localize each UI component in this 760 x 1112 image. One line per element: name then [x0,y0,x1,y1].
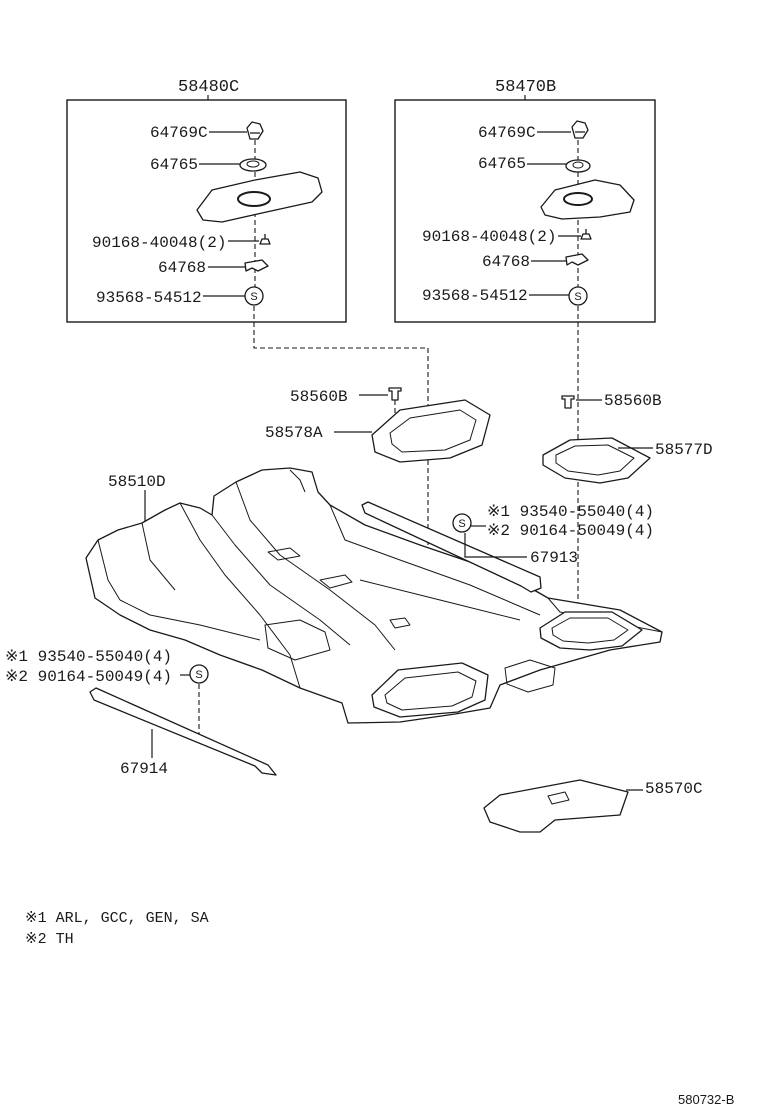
s-symbol-bar-right [452,513,472,533]
label-clip-right: 64769C [478,124,536,142]
group-58470b: 58470B 64769C 64765 90168-40048(2) 64768… [394,78,656,323]
s-symbol-box-left [244,286,264,306]
label-fastener-right-1: ※1 93540-55040(4) [487,503,654,521]
screw-58560b-right [561,395,575,409]
label-screw-58560b-right: 58560B [604,392,662,410]
group-box-right [394,99,656,323]
label-bracket-right: 64768 [482,253,530,271]
label-frame-58578a: 58578A [265,424,323,442]
label-fastener-right-2: ※2 90164-50049(4) [487,522,654,540]
seat-mount-front [264,619,331,661]
floor-opening-right-inner [551,617,629,644]
bracket-part-left [244,259,269,272]
group-58480c: 58480C 64769C 64765 90168-40048(2) 64768… [66,78,347,323]
s-symbol-box-right [568,286,588,306]
floor-opening-left [371,662,489,718]
bar-67914 [89,687,277,776]
label-bracket-left: 64768 [158,259,206,277]
tunnel-ridge [211,514,351,646]
group-title-left: 58480C [178,78,239,97]
assembly-path-left-group [253,306,429,682]
s-symbol-text-bar-left: S [195,669,202,681]
service-cover-left [196,171,323,223]
grommet-hole-left [246,160,260,168]
mat-group-58570c: 58570C [483,779,703,833]
label-floor-carpet: 58510D [108,473,166,491]
grommet-hole-right [572,161,584,169]
label-fastener-left-2: ※2 90164-50049(4) [5,668,172,686]
grommet-part-left [239,158,267,172]
floor-carpet-58510d: 58510D [85,467,663,724]
frame-group-right: 58560B 58577D [542,392,713,484]
label-fastener-left-1: ※1 93540-55040(4) [5,648,172,666]
mat-58570c [483,779,629,833]
s-symbol-text-box-left: S [250,291,257,303]
frame-58577d-opening [555,444,635,476]
floor-opening-right [539,611,643,651]
service-cover-hole-right [563,192,593,206]
frame-58577d [542,437,651,484]
tunnel-edge-right [235,481,396,651]
bar-group-67914: ※1 93540-55040(4) ※2 90164-50049(4) S 67… [5,648,277,778]
screw-part-left [259,234,271,245]
s-symbol-text-box-right: S [574,291,581,303]
label-grommet-right: 64765 [478,155,526,173]
bar-67913 [361,501,542,593]
clip-part-left [246,121,264,140]
footnote-2: ※2 TH [25,931,74,948]
tunnel-hump [289,469,306,493]
floor-opening-left-inner [384,671,477,711]
service-cover-right [540,179,635,220]
leader-bar-67913 [464,533,527,558]
group-box-left [66,99,347,323]
frame-58578a-opening [389,409,477,453]
s-symbol-bar-left [189,664,209,684]
label-screw-58560b-left: 58560B [290,388,348,406]
mat-58570c-slot [547,791,570,805]
tunnel-cutout-1 [267,547,301,561]
grommet-part-right [565,159,591,173]
tunnel-edge-left [179,502,301,689]
service-cover-hole-left [237,191,271,207]
label-fastener-right: 93568-54512 [422,287,528,305]
bar-group-67913: ※1 93540-55040(4) ※2 90164-50049(4) S 67… [361,501,654,593]
rear-floor-line-lower [359,579,521,621]
label-screw-right: 90168-40048(2) [422,228,556,246]
tunnel-cutout-3 [389,617,411,629]
label-clip-left: 64769C [150,124,208,142]
label-frame-58577d: 58577D [655,441,713,459]
label-grommet-left: 64765 [150,156,198,174]
s-symbol-text-bar-right: S [458,518,465,530]
front-floor-rib [119,599,261,641]
footwell-fold-left [97,539,121,601]
seat-mount-rear [504,659,556,693]
label-bar-67914: 67914 [120,760,168,778]
label-fastener-left: 93568-54512 [96,289,202,307]
label-bar-67913: 67913 [530,549,578,567]
group-title-right: 58470B [495,78,556,97]
rear-floor-line-upper [329,504,541,616]
screw-part-right [580,229,592,240]
footnote-1: ※1 ARL, GCC, GEN, SA [25,910,209,927]
bracket-part-right [565,253,589,266]
frame-group-left: 58560B 58578A [265,387,491,463]
label-mat-58570c: 58570C [645,780,703,798]
clip-part-right [571,120,589,139]
screw-58560b-left [388,387,402,401]
footwell-fold-right [141,522,176,591]
frame-58578a [371,399,491,463]
label-screw-left: 90168-40048(2) [92,234,226,252]
drawing-code: 580732-B [678,1092,734,1107]
tunnel-cutout-2 [319,574,353,589]
